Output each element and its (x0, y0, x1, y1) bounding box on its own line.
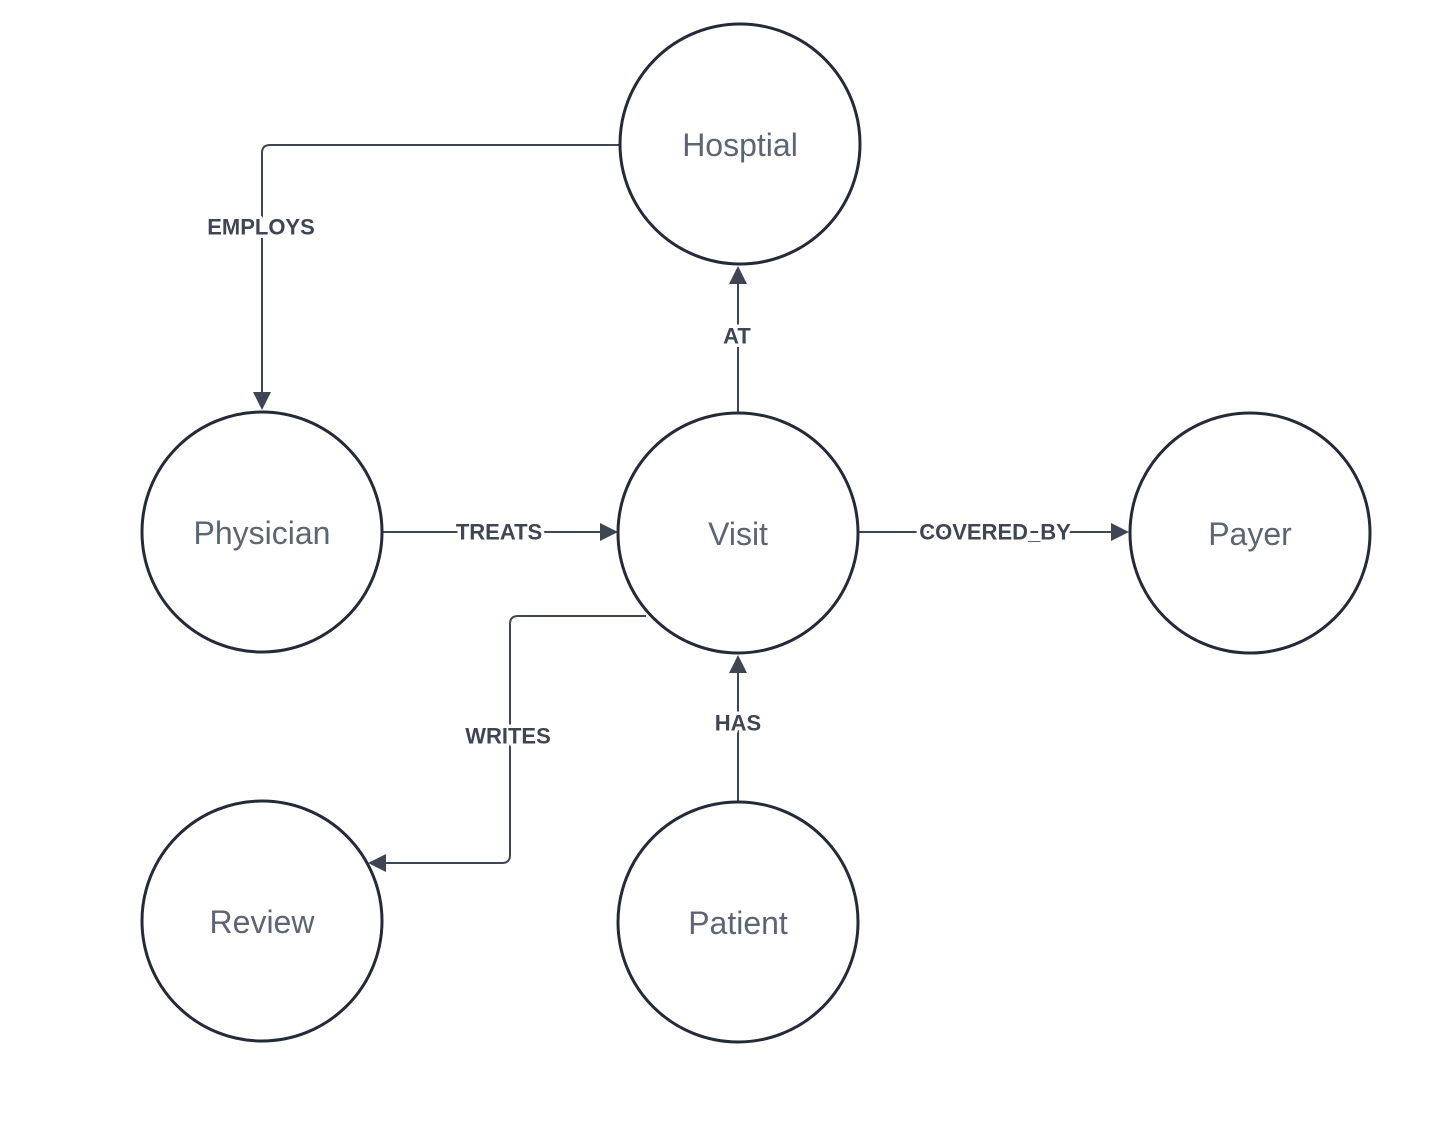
node-review[interactable]: Review (140, 799, 384, 1043)
edge-at-label: AT (723, 324, 751, 349)
edge-treats-label: TREATS (456, 520, 542, 545)
node-physician[interactable]: Physician (140, 410, 384, 654)
edge-employs-arrowhead-down (253, 392, 271, 410)
node-layer: Hosptial Physician Visit Payer Review Pa (140, 22, 1372, 1044)
node-review-label: Review (210, 904, 316, 940)
node-physician-circle[interactable] (140, 410, 384, 654)
node-hospital-circle[interactable] (618, 22, 862, 266)
edge-writes-line[interactable] (386, 615, 646, 864)
node-visit-label: Visit (708, 516, 768, 552)
edge-covered-by-label: COVERED_BY (919, 520, 1071, 545)
edge-writes-arrowhead-left (368, 854, 386, 872)
node-hospital[interactable]: Hosptial (618, 22, 862, 266)
node-patient-circle[interactable] (616, 800, 860, 1044)
edge-treats-arrowhead-right (600, 523, 618, 541)
edge-has-arrowhead-up (729, 655, 747, 673)
node-payer[interactable]: Payer (1128, 411, 1372, 655)
node-hospital-label: Hosptial (682, 127, 798, 163)
node-visit[interactable]: Visit (616, 411, 860, 655)
edge-has-label: HAS (715, 711, 761, 736)
edge-label-layer: EMPLOYS AT TREATS COVERED_BY WRITES HAS (204, 211, 1075, 752)
node-review-circle[interactable] (140, 799, 384, 1043)
node-payer-circle[interactable] (1128, 411, 1372, 655)
edge-at-arrowhead-up (729, 266, 747, 284)
node-patient-label: Patient (688, 905, 788, 941)
edge-covered-by-arrowhead-right (1111, 523, 1129, 541)
node-physician-label: Physician (194, 515, 331, 551)
edge-employs-label: EMPLOYS (207, 215, 315, 240)
edge-writes-label: WRITES (465, 724, 551, 749)
edge-layer (253, 144, 1129, 872)
edge-employs-line[interactable] (261, 144, 619, 392)
node-visit-circle[interactable] (616, 411, 860, 655)
node-payer-label: Payer (1208, 516, 1292, 552)
node-patient[interactable]: Patient (616, 800, 860, 1044)
